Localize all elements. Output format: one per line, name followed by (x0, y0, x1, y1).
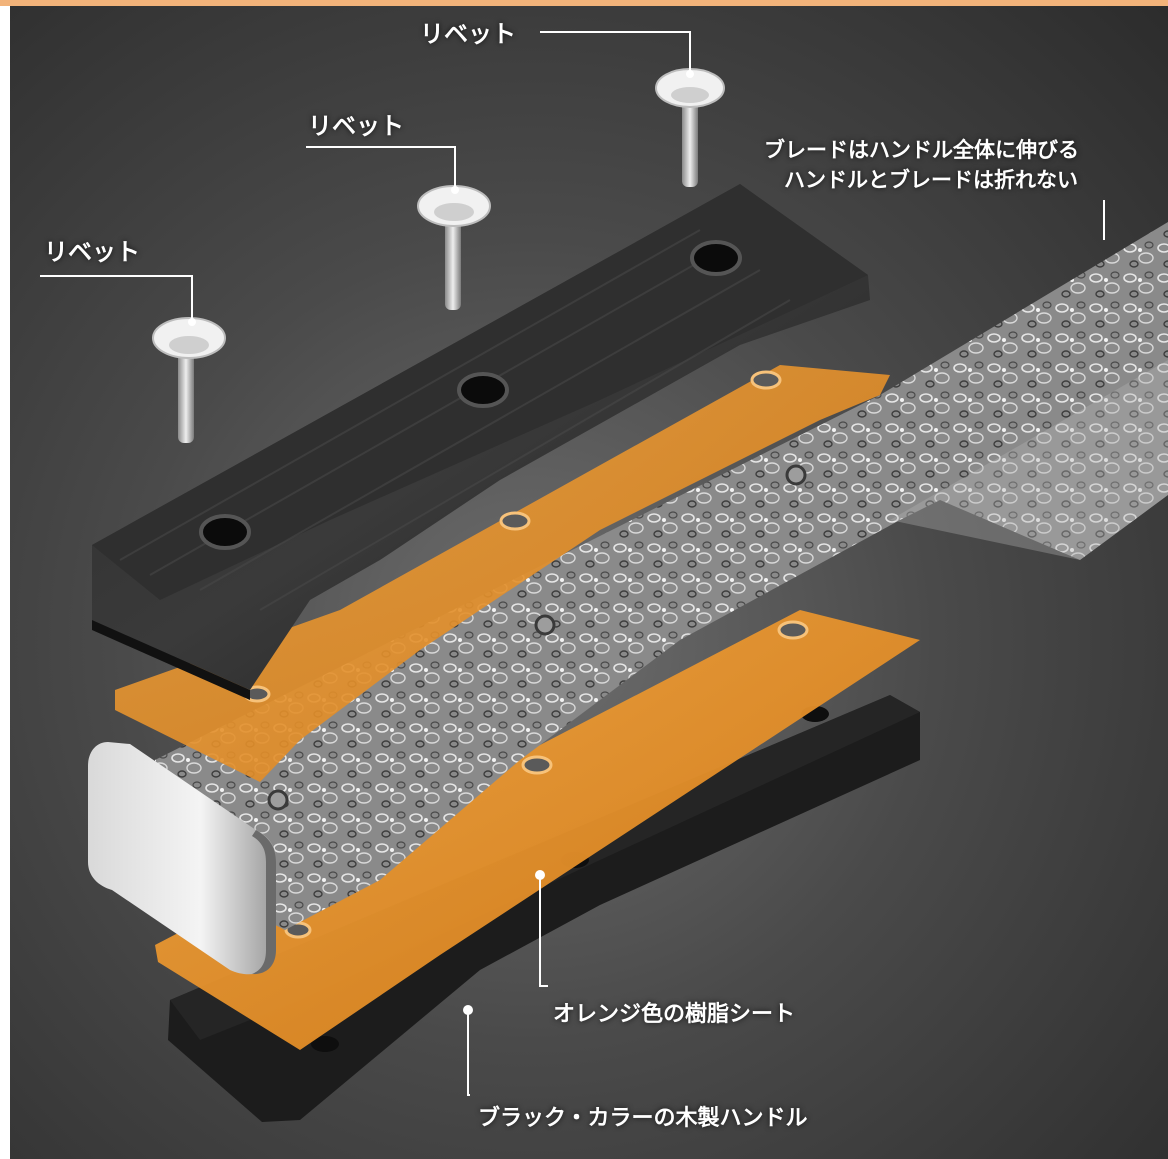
leader-dots (188, 70, 694, 1015)
top-resin-sheet (115, 365, 890, 782)
wood-handle-label: ブラック・カラーの木製ハンドル (478, 1106, 808, 1131)
damascus-blade (150, 222, 1168, 930)
end-cap (88, 742, 276, 975)
bottom-resin-sheet (155, 610, 920, 1050)
full-tang-label-line2: ハンドルとブレードは折れない (784, 168, 1078, 192)
accent-bar (0, 0, 1168, 6)
full-tang-label-line1: ブレードはハンドル全体に伸びる (764, 138, 1079, 162)
top-wood-scale (92, 184, 870, 700)
rivet-label-3: リベット (420, 20, 516, 48)
leader-lines (40, 31, 1105, 1096)
resin-sheet-label: オレンジ色の樹脂シート (553, 1002, 796, 1027)
rivet-pin-1 (152, 317, 226, 443)
rivet-label-1: リベット (44, 238, 140, 266)
rivet-pin-3 (655, 68, 725, 187)
rivet-pin-2 (417, 185, 491, 310)
rivet-label-2: リベット (308, 112, 404, 140)
